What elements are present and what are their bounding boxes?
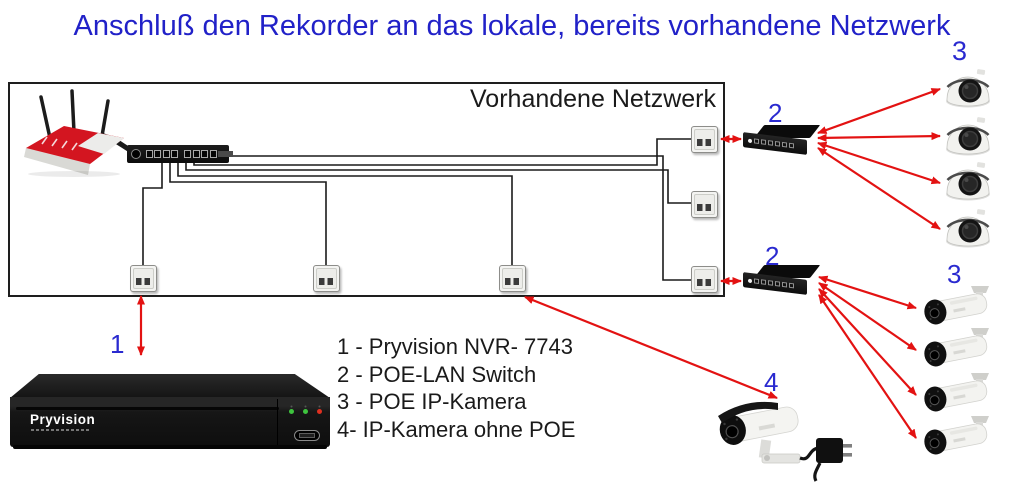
cable-run-outlet-bottom-right — [229, 155, 692, 281]
legend-item-3: 3 - POE IP-Kamera — [337, 389, 527, 414]
cable-run-outlet2 — [169, 163, 327, 266]
marker-bullet-group-3: 3 — [947, 259, 962, 289]
cable-run-outlet3 — [177, 163, 513, 266]
switch-label-area — [218, 151, 233, 157]
bullet-camera-4 — [924, 416, 989, 455]
router-white-band — [78, 133, 124, 154]
dome-camera-4 — [946, 209, 990, 248]
network-outlet-bottom-right — [691, 266, 718, 293]
cable-run-outlet-top-right — [193, 138, 692, 166]
dome-camera-2 — [946, 117, 990, 156]
existing-network-box: Vorhandene Netzwerk — [8, 82, 725, 297]
dome-camera-1 — [946, 69, 990, 108]
legend: 1 - Pryvision NVR- 7743 2 - POE-LAN Swit… — [337, 333, 575, 443]
network-box-label: Vorhandene Netzwerk — [470, 85, 716, 113]
bullet-camera-2 — [924, 328, 989, 367]
legend-item-1: 1 - Pryvision NVR- 7743 — [337, 334, 573, 359]
dome-camera-3 — [946, 162, 990, 201]
marker-switch-top-2: 2 — [768, 98, 783, 128]
bullet-camera-1 — [924, 286, 989, 325]
marker-corner-3: 3 — [952, 36, 968, 66]
wifi-router — [24, 89, 124, 177]
network-outlet-top-right — [691, 126, 718, 153]
cable-run-outlet1 — [142, 163, 163, 266]
nvr-status-leds — [289, 409, 322, 414]
router-antenna-icon — [39, 89, 110, 140]
bullet-camera-3 — [924, 373, 989, 412]
power-cable — [799, 446, 819, 461]
router-vents — [41, 136, 78, 151]
network-outlet-2 — [313, 265, 340, 292]
poe-switch-bottom — [742, 265, 821, 295]
usb-port — [294, 430, 320, 441]
cable-run-outlet-mid-right — [185, 163, 692, 204]
bullet-camera-no-poe — [718, 401, 852, 482]
lan-switch-8port — [127, 145, 233, 163]
nvr-brand-subtext — [31, 429, 89, 431]
power-adapter-icon — [813, 438, 852, 482]
marker-nvr-1: 1 — [110, 329, 125, 359]
legend-item-4: 4- IP-Kamera ohne POE — [337, 416, 576, 442]
nvr-brand-logo: Pryvision — [30, 412, 96, 427]
camera-sunshade — [718, 401, 778, 423]
network-outlet-3 — [499, 265, 526, 292]
switch-power-port — [131, 149, 141, 159]
marker-switch-bottom-2: 2 — [765, 241, 780, 271]
network-outlet-1 — [130, 265, 157, 292]
legend-item-2: 2 - POE-LAN Switch — [337, 361, 537, 387]
nvr-recorder: Pryvision — [10, 374, 330, 450]
network-outlet-mid-right — [691, 191, 718, 218]
router-base — [24, 148, 90, 175]
poe-switch-top — [742, 125, 821, 155]
diagram-title: Anschluß den Rekorder an das lokale, ber… — [73, 10, 951, 42]
